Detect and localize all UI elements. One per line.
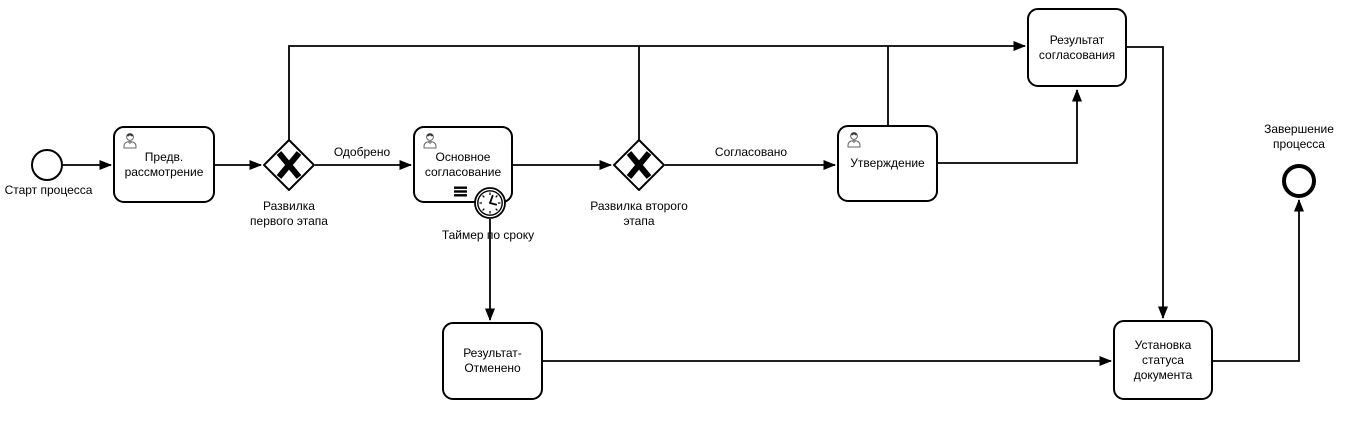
- flow-approval-result-to-set-status[interactable]: [1127, 46, 1168, 319]
- sequential-multi-instance-icon: [454, 186, 467, 197]
- exclusive-gateway-first[interactable]: [262, 138, 316, 192]
- user-icon: [847, 132, 861, 148]
- task-label: Результат согласования: [1038, 32, 1116, 62]
- exclusive-gateway-x-icon: [276, 151, 302, 179]
- start-event-label: Старт процесса: [4, 183, 93, 197]
- task-preliminary-review[interactable]: Предв. рассмотрение: [113, 126, 215, 203]
- user-icon: [123, 133, 137, 149]
- end-event-label: Завершение процесса: [1264, 122, 1334, 151]
- timer-clock-icon: [474, 187, 506, 219]
- exclusive-gateway-second[interactable]: [612, 138, 666, 192]
- task-label: Предв. рассмотрение: [124, 149, 204, 179]
- task-label: Установка статуса документа: [1133, 337, 1193, 382]
- flow-approval-to-approval-result[interactable]: [937, 89, 1082, 164]
- timer-boundary-event[interactable]: [474, 187, 506, 219]
- task-label: Утверждение: [850, 156, 925, 170]
- gateway-second-label: Развилка второго этапа: [590, 199, 688, 228]
- flow-label-agreed: Согласовано: [714, 145, 788, 159]
- flow-gateway1-to-approval-result[interactable]: [288, 41, 1026, 140]
- task-result-cancelled[interactable]: Результат- Отменено: [442, 322, 543, 400]
- user-icon: [423, 133, 437, 149]
- task-set-document-status[interactable]: Установка статуса документа: [1113, 320, 1213, 400]
- timer-label: Таймер по сроку: [441, 228, 535, 242]
- exclusive-gateway-x-icon: [626, 151, 652, 179]
- gateway-first-label: Развилка первого этапа: [250, 199, 328, 228]
- flow-set-status-to-end[interactable]: [1213, 199, 1304, 362]
- end-event[interactable]: [1282, 164, 1316, 198]
- task-label: Основное согласование: [424, 149, 502, 179]
- task-label: Результат- Отменено: [463, 346, 522, 375]
- flow-label-approved: Одобрено: [333, 145, 391, 159]
- task-approval[interactable]: Утверждение: [837, 125, 938, 202]
- start-event[interactable]: [31, 149, 63, 181]
- task-approval-result[interactable]: Результат согласования: [1027, 8, 1127, 87]
